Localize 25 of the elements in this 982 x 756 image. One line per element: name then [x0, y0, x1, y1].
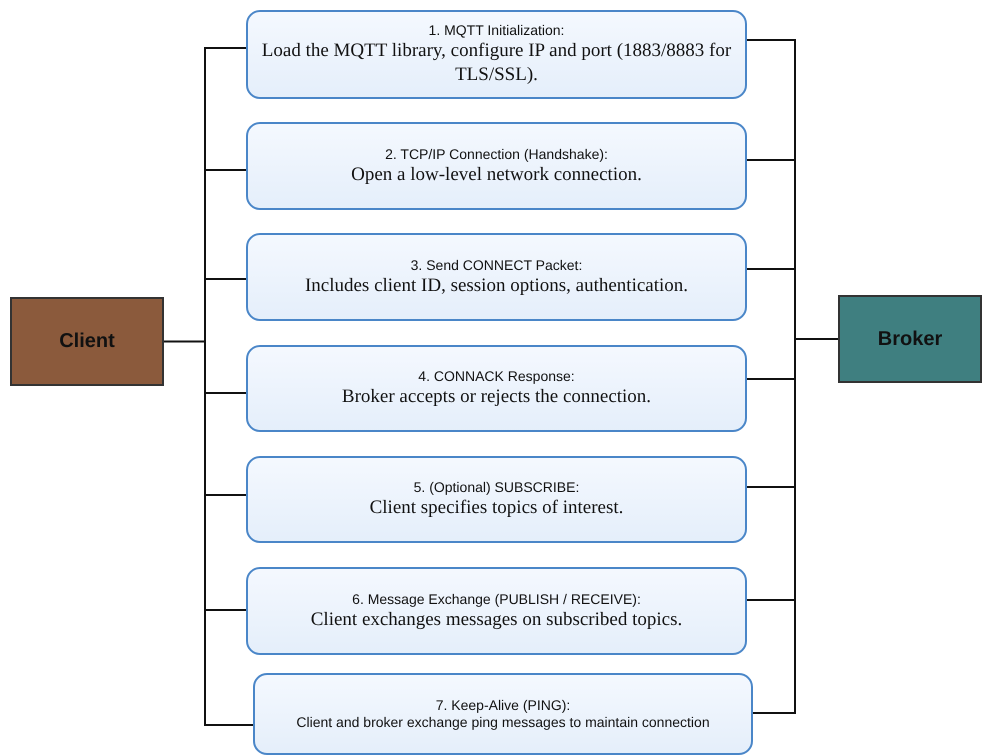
- step-box: [246, 10, 747, 99]
- step-title: 4. CONNACK Response:: [418, 368, 575, 386]
- step-description: Client exchanges messages on subscribed topics.: [310, 608, 682, 632]
- step-box: [246, 122, 747, 210]
- broker-box: [838, 295, 982, 383]
- step-title: 7. Keep-Alive (PING):: [436, 697, 570, 714]
- step-title: 6. Message Exchange (PUBLISH / RECEIVE):: [352, 590, 641, 608]
- step-box: [246, 567, 747, 655]
- actor-label: Broker: [878, 328, 942, 350]
- actor-label: Client: [59, 330, 115, 353]
- step-description: Client and broker exchange ping messages to maintain connection: [296, 714, 710, 731]
- step-title: 1. MQTT Initialization:: [428, 22, 564, 40]
- step-box: [253, 673, 753, 755]
- step-title: 3. Send CONNECT Packet:: [410, 256, 582, 274]
- step-box: [246, 233, 747, 321]
- step-title: 5. (Optional) SUBSCRIBE:: [414, 479, 580, 496]
- client-box: [10, 297, 164, 386]
- step-description: Load the MQTT library, configure IP and port (1883/8883 for TLS/SSL).: [260, 39, 732, 87]
- step-box: [246, 345, 747, 432]
- step-box: [246, 456, 747, 543]
- step-description: Broker accepts or rejects the connection.: [342, 385, 652, 409]
- step-title: 2. TCP/IP Connection (Handshake):: [385, 146, 608, 163]
- step-description: Open a low-level network connection.: [351, 162, 642, 186]
- step-description: Client specifies topics of interest.: [370, 496, 624, 520]
- step-description: Includes client ID, session options, authentication.: [304, 274, 688, 298]
